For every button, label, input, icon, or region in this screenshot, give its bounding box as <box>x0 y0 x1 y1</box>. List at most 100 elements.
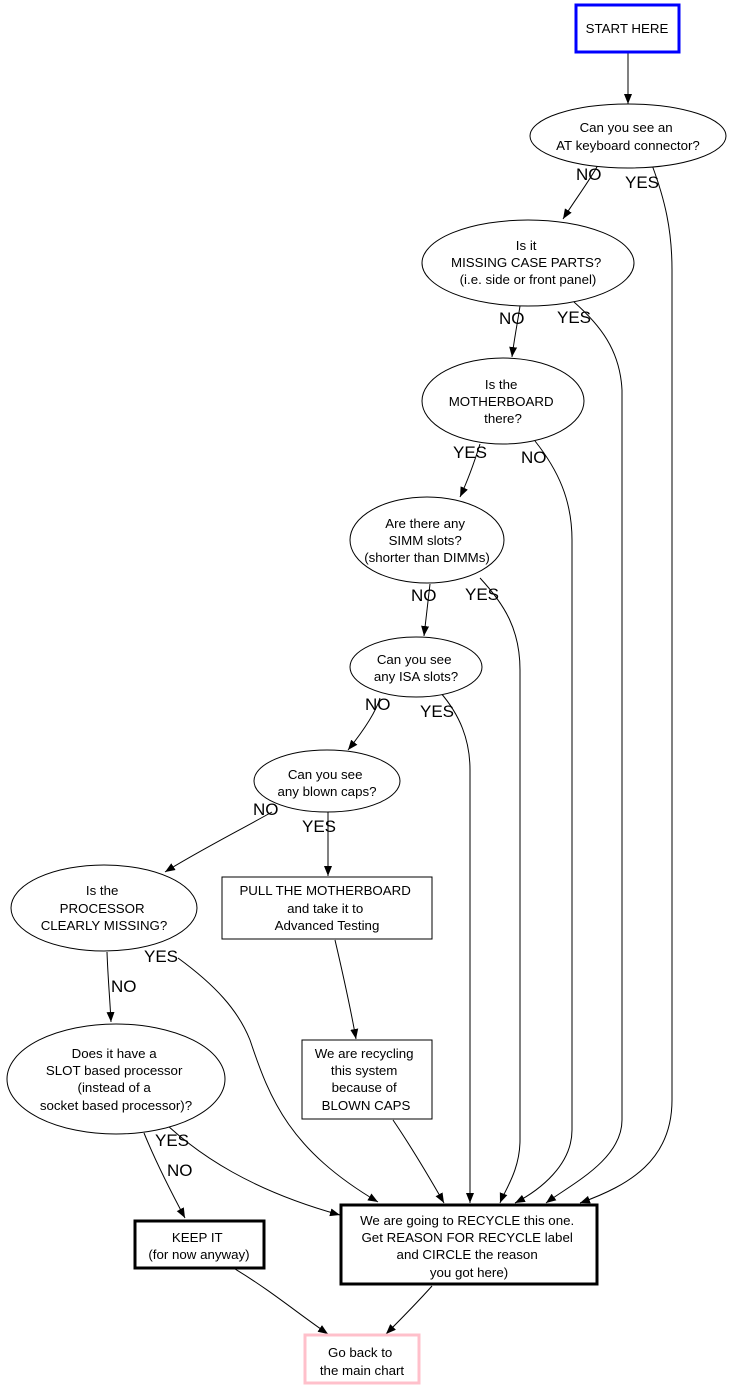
svg-text:Is it MISSING CASE PAR: Is it MISSING CASE PARTS? (i.e. side or … <box>451 238 605 287</box>
svg-text:We are going to RECYCLE this o: We are going to RECYCLE this one. Get RE… <box>360 1213 578 1280</box>
node-recycling-blown-caps: We are recycling this system because of … <box>301 1039 433 1120</box>
node-text-line: Does it have a <box>72 1046 158 1061</box>
svg-text:Can you see an AT keyb: Can you see an AT keyboard connector? <box>556 120 700 153</box>
node-text-line: BLOWN CAPS <box>322 1098 411 1113</box>
node-blown-caps-question: Can you see any blown caps? <box>253 749 401 813</box>
node-text-line: any blown caps? <box>277 784 376 799</box>
node-text-line: and CIRCLE the reason <box>397 1247 538 1262</box>
svg-text:We are recycling this: We are recycling this system because of … <box>315 1046 417 1113</box>
node-text-line: CLEARLY MISSING? <box>41 918 168 933</box>
decision-ellipse <box>421 357 585 445</box>
node-text-line: you got here) <box>430 1265 508 1280</box>
edge-motherboard-yes <box>459 443 481 498</box>
svg-text:Is the PROCESSOR: Is the PROCESSOR CLEARLY MISSING? <box>41 883 168 933</box>
edge-at-keyboard-no <box>562 164 599 220</box>
node-pull-motherboard: PULL THE MOTHERBOARD and take it to Adva… <box>221 876 433 940</box>
edge-label-mb-yes: YES <box>453 443 487 462</box>
action-box <box>301 1039 433 1120</box>
svg-text:Does it have a SLOT ba: Does it have a SLOT based processor (ins… <box>40 1046 192 1113</box>
edge-label-simm-no: NO <box>411 586 437 605</box>
node-text-line: MISSING CASE PARTS? <box>451 255 601 270</box>
node-text-line: Is the <box>86 883 119 898</box>
node-processor-missing-question: Is the PROCESSOR CLEARLY MISSING? <box>10 864 198 952</box>
edge-processor-yes <box>177 957 379 1203</box>
node-text-line: Get REASON FOR RECYCLE label <box>361 1230 572 1245</box>
decision-ellipse <box>349 496 505 584</box>
node-text-line: AT keyboard connector? <box>556 138 700 153</box>
start-box <box>574 3 681 54</box>
node-text-line: PROCESSOR <box>60 901 145 916</box>
edge-missing-case-no <box>509 305 521 358</box>
edge-at-keyboard-yes <box>579 164 673 1204</box>
edge-motherboard-no <box>514 440 573 1204</box>
node-text-line: Is the <box>485 377 518 392</box>
edge-isa-no <box>347 697 381 751</box>
edge-slot-no <box>143 1132 186 1219</box>
decision-ellipse <box>529 103 727 169</box>
edge-simm-yes <box>479 577 521 1204</box>
node-text-line: (for now anyway) <box>148 1247 249 1262</box>
node-text-line: Can you see an <box>580 120 673 135</box>
node-text-line: Can you see <box>288 767 363 782</box>
edge-label-slot-yes: YES <box>155 1131 189 1150</box>
node-keep-it: KEEP IT (for now anyway) <box>133 1219 266 1270</box>
decision-ellipse <box>253 749 401 813</box>
node-text-line: any ISA slots? <box>374 669 458 684</box>
node-slot-processor-question: Does it have a SLOT based processor (ins… <box>6 1023 226 1135</box>
edge-blown-caps-no <box>164 811 273 873</box>
node-text-line: Go back to <box>328 1345 392 1360</box>
node-text-line: Can you see <box>377 652 452 667</box>
node-text-line: the main chart <box>320 1363 405 1378</box>
node-text-line: We are recycling <box>315 1046 414 1061</box>
node-start-here: START HERE <box>574 3 681 54</box>
node-text-line: (shorter than DIMMs) <box>364 550 490 565</box>
edge-label-slot-no: NO <box>167 1161 193 1180</box>
node-missing-case-parts-question: Is it MISSING CASE PARTS? (i.e. side or … <box>421 219 635 307</box>
node-text-line: and take it to <box>287 901 363 916</box>
edge-label-case-no: NO <box>499 309 525 328</box>
terminal-box <box>339 1203 599 1286</box>
node-go-back[interactable]: Go back to the main chart <box>303 1333 421 1385</box>
edge-label-case-yes: YES <box>557 308 591 327</box>
node-at-keyboard-question: Can you see an AT keyboard connector? <box>529 103 727 169</box>
node-text-line: Is it <box>516 238 537 253</box>
edge-slot-yes <box>167 1125 341 1217</box>
edge-label-caps-yes: YES <box>302 817 336 836</box>
action-box <box>221 876 433 940</box>
edge-recycling-caps-to-recycle <box>392 1119 445 1204</box>
node-text-line: MOTHERBOARD <box>449 394 554 409</box>
edge-keep-to-go-back <box>234 1268 329 1335</box>
svg-text:Can you see any ISA sl: Can you see any ISA slots? <box>374 652 458 684</box>
edge-label-proc-no: NO <box>111 977 137 996</box>
node-text-line: (instead of a <box>78 1080 152 1095</box>
go-back-box[interactable] <box>303 1333 421 1385</box>
node-text-line: there? <box>484 411 522 426</box>
terminal-box <box>133 1219 266 1270</box>
node-text-line: PULL THE MOTHERBOARD <box>239 883 410 898</box>
node-recycle: We are going to RECYCLE this one. Get RE… <box>339 1203 599 1286</box>
svg-text:PULL THE MOTHERBOARD a: PULL THE MOTHERBOARD and take it to Adva… <box>239 883 414 933</box>
node-text-line: START HERE <box>586 21 669 36</box>
node-text-line: KEEP IT <box>172 1230 223 1245</box>
svg-text:KEEP IT (for now anywa: KEEP IT (for now anyway) <box>148 1230 249 1262</box>
edge-label-isa-yes: YES <box>420 702 454 721</box>
node-text-line: because of <box>332 1080 397 1095</box>
svg-text:Can you see any blown: Can you see any blown caps? <box>277 767 376 799</box>
node-motherboard-question: Is the MOTHERBOARD there? <box>421 357 585 445</box>
edge-label-caps-no: NO <box>253 800 279 819</box>
node-text-line: (i.e. side or front panel) <box>460 272 597 287</box>
node-simm-slots-question: Are there any SIMM slots? (shorter than … <box>349 496 505 584</box>
edge-pull-to-recycling-caps <box>334 939 359 1040</box>
node-text-line: SIMM slots? <box>389 533 462 548</box>
edge-label-simm-yes: YES <box>465 585 499 604</box>
svg-text:START HERE: START HERE <box>586 21 669 36</box>
node-isa-slots-question: Can you see any ISA slots? <box>349 636 483 698</box>
edge-missing-case-yes <box>545 301 623 1204</box>
node-text-line: We are going to RECYCLE this one. <box>360 1213 574 1228</box>
decision-ellipse <box>10 864 198 952</box>
svg-text:Is the MOTHERBOARD: Is the MOTHERBOARD there? <box>449 377 558 426</box>
node-text-line: Are there any <box>385 516 465 531</box>
edge-label-at-yes: YES <box>625 173 659 192</box>
edge-label-at-no: NO <box>576 165 602 184</box>
decision-ellipse <box>421 219 635 307</box>
